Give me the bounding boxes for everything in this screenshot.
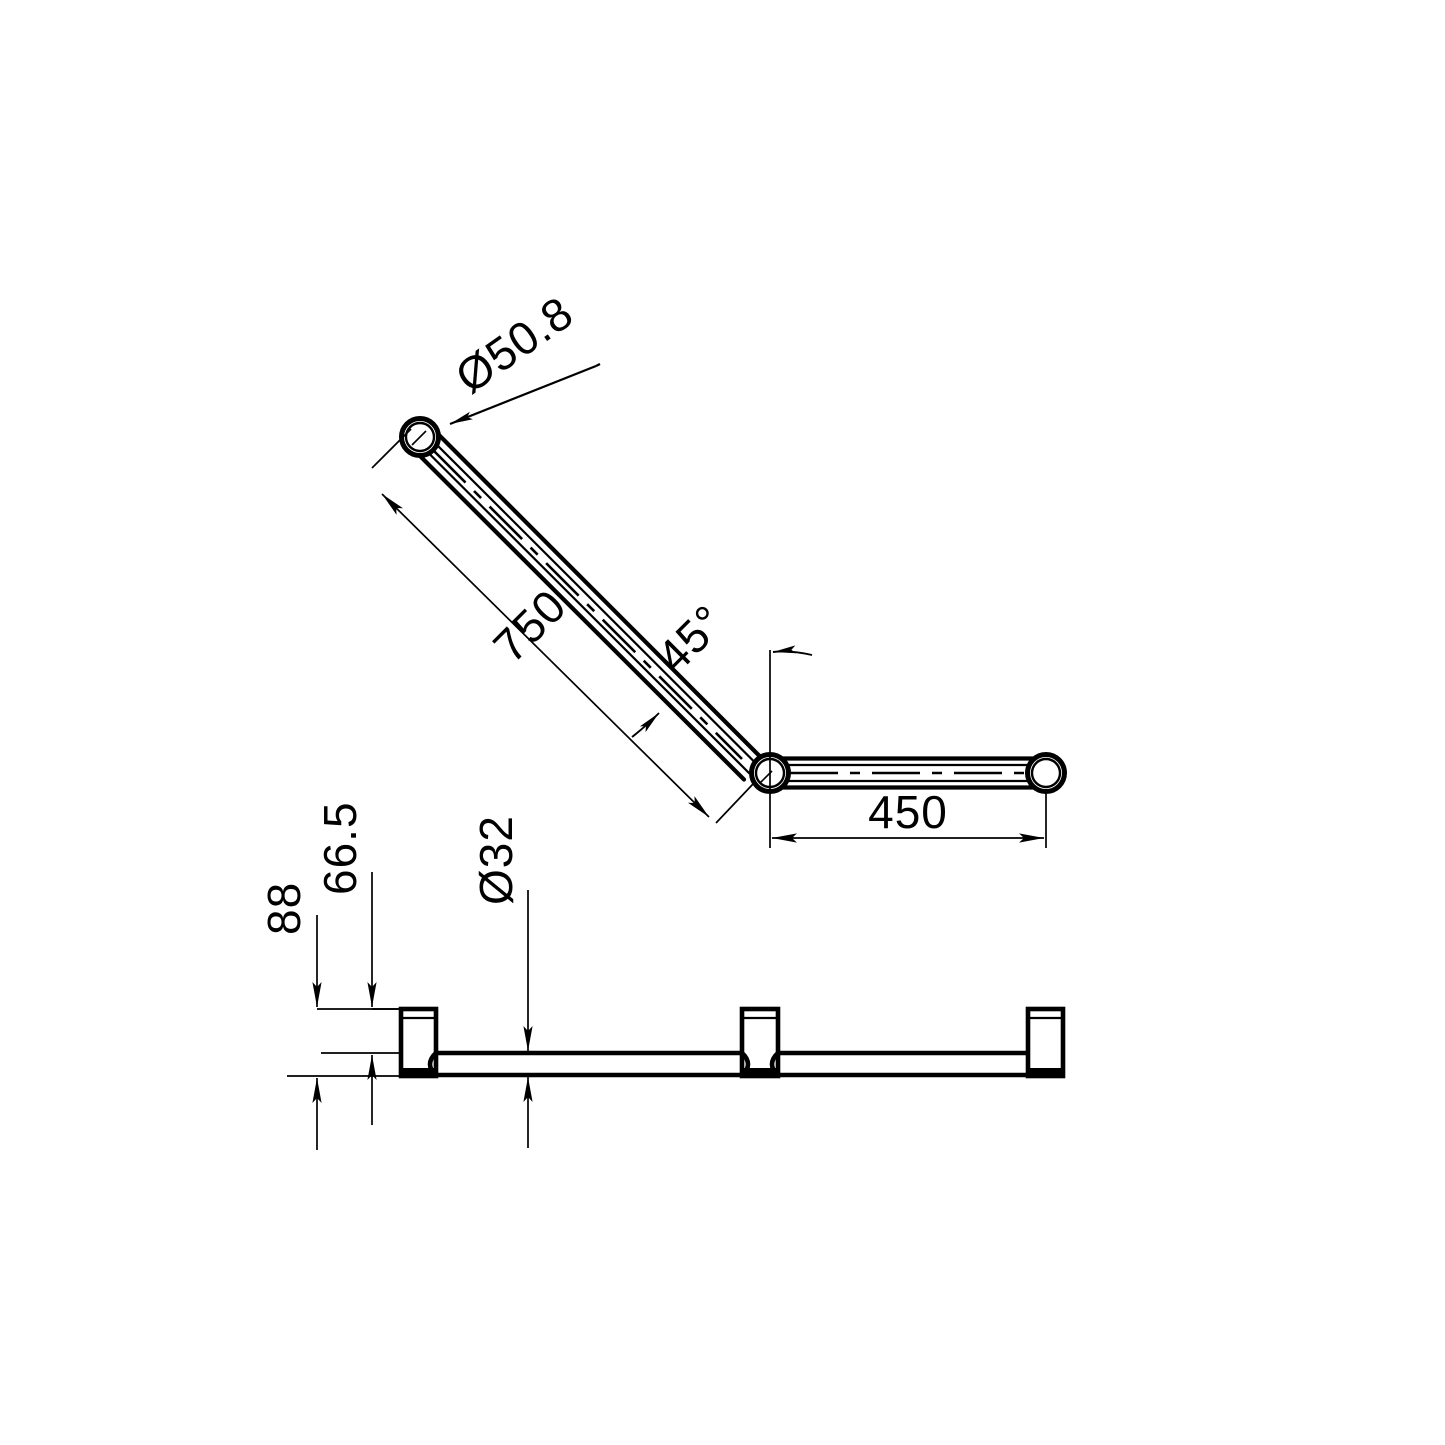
leader-shelf-diameter-flange	[595, 363, 601, 367]
dimension-label-projection-overall: 88	[258, 882, 310, 935]
elevation-view-group: 88 66.5 Ø32	[258, 801, 1066, 1150]
dimension-projection-tube-center: 66.5	[314, 801, 401, 1125]
tube-elevation	[417, 1050, 1046, 1078]
wall-flange-middle	[739, 1006, 781, 1079]
arc-leader-angle-lower	[631, 712, 660, 738]
tube-short-leg	[772, 756, 1037, 790]
wall-flange-left	[398, 1006, 439, 1079]
dimension-projection-overall: 88	[258, 882, 401, 1150]
arc-leader-angle-upper	[772, 645, 813, 656]
dim-line-750	[381, 493, 710, 818]
flange-right	[1025, 752, 1067, 794]
dimension-length-short-leg: 450	[769, 765, 1047, 848]
ext-line-750-lower	[715, 783, 754, 824]
wall-flange-right	[1025, 1006, 1066, 1079]
dimension-label-projection-tube-center: 66.5	[314, 801, 366, 895]
dimension-label-diameter-tube: Ø32	[470, 815, 522, 905]
dimension-diameter-tube: Ø32	[470, 815, 533, 1148]
ext-line-750-upper	[371, 428, 412, 469]
flange-top-left	[399, 416, 441, 458]
leader-line-diameter-flange	[449, 364, 597, 426]
dimension-label-length-short-leg: 450	[868, 786, 948, 838]
